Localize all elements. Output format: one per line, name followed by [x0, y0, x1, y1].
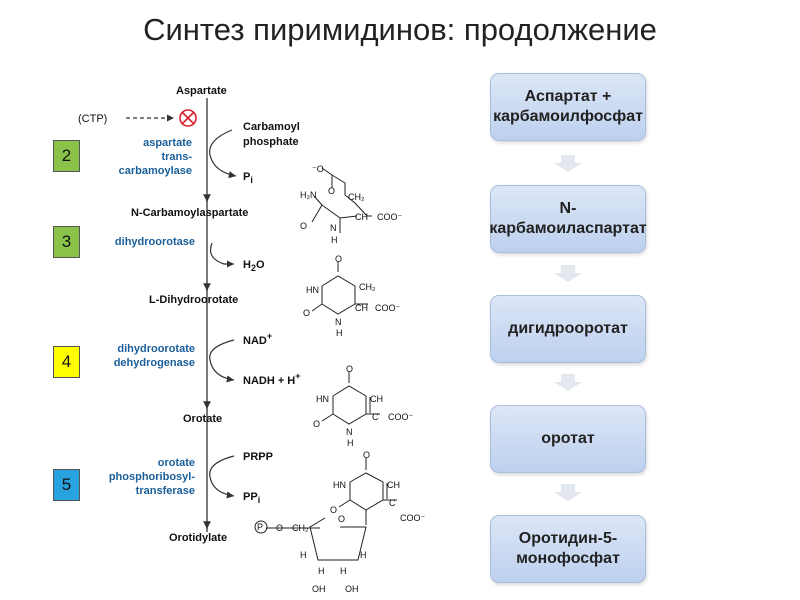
flow-box-orotate: оротат: [490, 405, 646, 473]
enzyme-2-line1: aspartate: [143, 137, 192, 149]
flow-box-aspartate: Аспартат + карбамоилфосфат: [490, 73, 646, 141]
side-arrow-4: [209, 339, 235, 383]
flow-box-orotidine-monophosphate: Оротидин-5-монофосфат: [490, 515, 646, 583]
svg-text:C: C: [389, 498, 396, 508]
svg-text:O: O: [313, 419, 320, 429]
ctp-label: (CTP): [78, 113, 107, 125]
h2o-label: H2O: [243, 259, 265, 273]
svg-text:H₂N: H₂N: [300, 190, 317, 200]
svg-text:P: P: [257, 522, 263, 532]
orotidylate-label: Orotidylate: [169, 532, 227, 544]
svg-text:CH: CH: [387, 480, 400, 490]
svg-text:H: H: [360, 550, 367, 560]
enzyme-5-line2: phosphoribosyl-: [109, 471, 196, 483]
enzyme-5-line1: orotate: [158, 457, 195, 469]
step-badge-3: 3: [53, 226, 80, 258]
enzyme-4-line2: dehydrogenase: [114, 357, 195, 369]
svg-text:CH: CH: [370, 394, 383, 404]
enzyme-2-line3: carbamoylase: [119, 165, 192, 177]
svg-text:N: N: [330, 223, 337, 233]
prpp-label: PRPP: [243, 451, 273, 463]
svg-text:O: O: [338, 514, 345, 524]
svg-text:HN: HN: [306, 285, 319, 295]
svg-text:CH₂: CH₂: [292, 523, 309, 533]
orotate-label: Orotate: [183, 413, 222, 425]
ppi-label: PPi: [243, 491, 260, 505]
svg-text:HN: HN: [316, 394, 329, 404]
svg-text:N: N: [346, 427, 353, 437]
svg-text:H: H: [347, 438, 354, 448]
inhibition-icon: [179, 109, 197, 127]
svg-text:O: O: [300, 221, 307, 231]
side-arrow-2: [209, 129, 237, 179]
svg-text:O: O: [303, 308, 310, 318]
step-badge-5: 5: [53, 469, 80, 501]
svg-text:O: O: [276, 523, 283, 533]
svg-text:HN: HN: [333, 480, 346, 490]
svg-text:H: H: [336, 328, 343, 338]
step-badge-4: 4: [53, 346, 80, 378]
svg-text:OH: OH: [312, 584, 326, 594]
svg-text:O: O: [335, 254, 342, 264]
svg-text:O: O: [330, 505, 337, 515]
orotidylate-structure: [266, 458, 397, 561]
flow-box-n-carbamoylaspartate: N-карбамоиласпартат: [489, 185, 647, 253]
svg-text:O: O: [363, 450, 370, 460]
aspartate-label: Aspartate: [176, 85, 227, 97]
svg-text:CH₂: CH₂: [359, 282, 376, 292]
n-carbamoylaspartate-label: N-Carbamoylaspartate: [131, 207, 248, 219]
svg-text:H: H: [340, 566, 347, 576]
dihydroorotate-structure: [311, 262, 368, 315]
enzyme-3-label: dihydroorotase: [115, 236, 195, 248]
flow-arrows: [554, 155, 582, 501]
page-title: Синтез пиримидинов: продолжение: [143, 12, 657, 47]
svg-text:CH: CH: [355, 303, 368, 313]
svg-text:C: C: [372, 412, 379, 422]
side-arrow-5: [209, 455, 235, 499]
nad-label: NAD+: [243, 331, 272, 347]
enzyme-2-line2: trans-: [161, 151, 192, 163]
carbamoyl-phosphate-line1: Carbamoyl: [243, 121, 300, 133]
svg-text:CH: CH: [355, 212, 368, 222]
svg-text:⁻O: ⁻O: [312, 164, 324, 174]
svg-text:O: O: [346, 364, 353, 374]
svg-text:COO⁻: COO⁻: [377, 212, 403, 222]
pi-label: Pi: [243, 171, 253, 185]
step-badge-2: 2: [53, 140, 80, 172]
nadh-label: NADH + H+: [243, 371, 301, 387]
svg-text:OH: OH: [345, 584, 359, 594]
flow-box-dihydroorotate: дигидрооротат: [490, 295, 646, 363]
svg-text:H: H: [331, 235, 338, 245]
svg-text:H: H: [318, 566, 325, 576]
n-carbamoylaspartate-structure: [311, 167, 372, 233]
svg-text:COO⁻: COO⁻: [400, 513, 426, 523]
dihydroorotate-label: L-Dihydroorotate: [149, 294, 238, 306]
enzyme-4-line1: dihydroorotate: [117, 343, 195, 355]
svg-text:CH₂: CH₂: [348, 192, 365, 202]
svg-text:H: H: [300, 550, 307, 560]
phosphate-icon: [254, 520, 268, 534]
orotate-structure: [321, 372, 380, 425]
svg-text:COO⁻: COO⁻: [375, 303, 401, 313]
enzyme-5-line3: transferase: [136, 485, 195, 497]
svg-text:O: O: [328, 186, 335, 196]
svg-text:N: N: [335, 317, 342, 327]
side-arrow-3: [209, 242, 234, 268]
svg-text:COO⁻: COO⁻: [388, 412, 414, 422]
carbamoyl-phosphate-line2: phosphate: [243, 136, 299, 148]
